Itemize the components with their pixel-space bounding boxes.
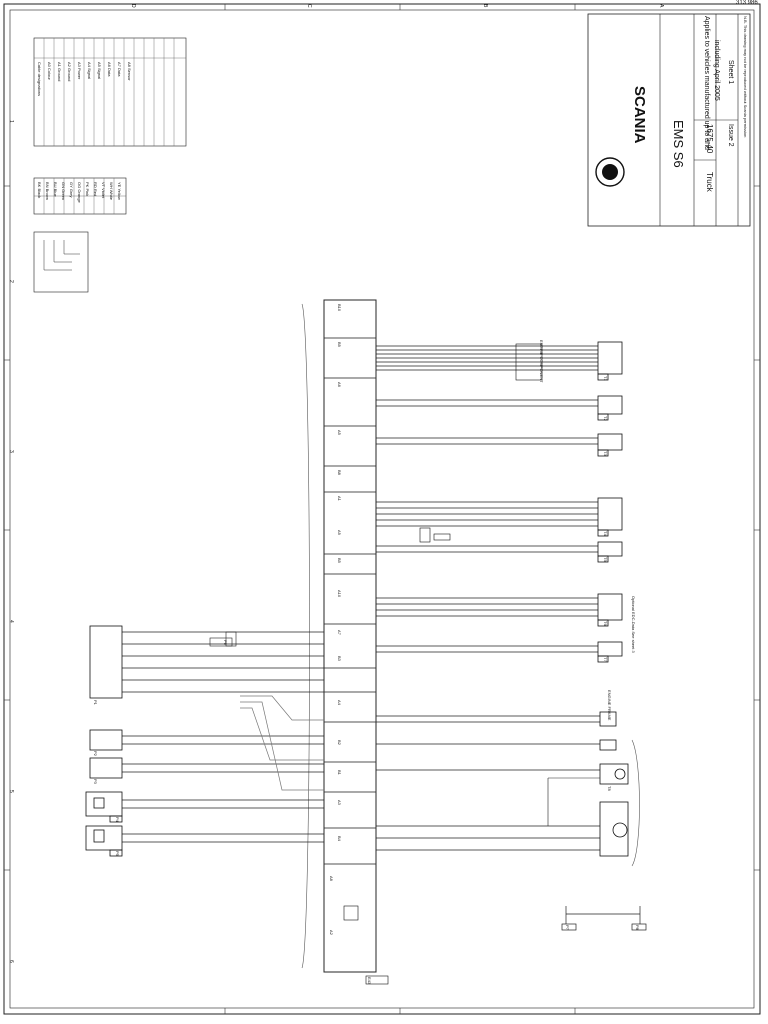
grid-col-a: A [658,4,664,8]
left-sensor-label: P1 [93,700,98,705]
left-sensor-label: P7 [565,925,570,930]
grid-row-4: 4 [8,620,14,623]
grey-crossover-wires [240,695,324,791]
system-title: EMS S6 [671,120,686,168]
ecu-connector-label: A3 [337,800,342,805]
left-sensor-label: P8 [635,925,640,930]
scania-logo-icon [595,157,625,187]
color-code: GY Grey [69,182,74,198]
ecu-connector-label: B8 [337,470,342,475]
ecu-connector-label: B9 [337,342,342,347]
ecu-connector-label: A2 [329,930,334,935]
ecu-connector-label: A6 [337,382,342,387]
ecu-connector-label: A4 [337,700,342,705]
vehicle-type: Truck [705,172,714,192]
legend-item: A2 Ground [67,62,72,82]
ecu-connector-label: B1 [337,770,342,775]
engine-frame-label: ENGINE FRAME [607,690,612,721]
grid-col-d: D [130,4,136,8]
color-code: BU Blue [53,182,58,197]
legend-item: A3 Power [77,62,82,80]
legend-item: A5 Signal [97,62,102,80]
engine-component-label: ENGINE COMPONENT [539,340,544,383]
sensor-label: T1 [603,376,608,381]
color-code: YE Yellow [117,182,122,200]
left-sensors [85,625,123,857]
title-block [587,13,751,227]
document-number: 1675-40 [705,124,714,154]
applies-line-2: including April 2005 [713,40,720,101]
legend-title: Cable designations [37,62,42,97]
right-sensors [597,341,629,857]
sensor-label: T4 [603,531,608,536]
sheet-code: 313 986 [736,0,758,6]
ecu-connector-label: B5 [337,558,342,563]
ground-symbol-icon [343,905,359,921]
grid-col-c: C [306,4,312,8]
ecu-block [301,299,389,985]
color-code: RD Red [93,182,98,197]
color-code: BN Brown [45,182,50,201]
ecu-connector-label: A1 [337,496,342,501]
sensor-label: T8 [607,786,612,791]
sensor-label: T6 [603,621,608,626]
ecu-connector-label: A8 [329,876,334,881]
sensor-label: T3 [603,451,608,456]
ground-point [561,906,647,931]
issue-number: Issue 2 [727,124,734,147]
color-code: GN Green [61,182,66,201]
grid-row-5: 5 [8,790,14,793]
sensor-label: T5 [603,557,608,562]
left-sensor-label: P6 [223,640,228,645]
ecu-connector-label: A10 [337,590,342,598]
color-code: PK Pink [85,182,90,197]
color-code: OG Orange [77,182,82,203]
grid-ticks [4,4,760,1014]
outer-frame [3,3,761,1015]
left-sensor-label: P4 [115,817,120,822]
color-code: VT Violet [101,182,106,199]
generator-icon [612,822,628,838]
legend-item: A4 Signal [87,62,92,80]
pressure-sensor-icon [93,829,105,843]
temp-sensor-icon [93,797,105,809]
left-harness [122,631,324,843]
legend-item: A0 Colour [47,62,52,80]
left-sensor-label: P5 [115,851,120,856]
grid-row-1: 1 [8,120,14,123]
inner-frame [9,9,755,1009]
ecu-connector-label: B4 [337,836,342,841]
ecu-connector-label: B2 [337,740,342,745]
grid-row-2: 2 [8,280,14,283]
sheet-number: Sheet 1 [727,60,734,85]
legend-item: A1 Ground [57,62,62,82]
legend-box [33,37,187,293]
brand-name: SCANIA [631,86,648,144]
ecu-reference: E43 [367,977,372,985]
color-code: BK Black [37,182,42,199]
legend-item: A7 Data [117,62,122,77]
left-sensor-label: P3 [93,779,98,784]
copyright-note: N.B. This drawing may not be reproduced … [743,16,748,138]
left-sensor-label: P2 [93,751,98,756]
motor-icon [614,768,626,780]
sensor-label: T7 [603,657,608,662]
ecu-connector-label: A7 [337,630,342,635]
ecu-connector-label: B10 [337,304,342,312]
ecu-connector-label: B3 [337,656,342,661]
color-code: WH White [109,182,114,200]
legend-item: A6 Data [107,62,112,77]
optional-note: Optional EDC-Data See sheet 3 [631,596,636,653]
grid-row-6: 6 [8,960,14,963]
ecu-connector-label: A9 [337,530,342,535]
grid-col-b: B [482,4,488,8]
legend-item: A8 Sensor [127,62,132,81]
sensor-label: T2 [603,416,608,421]
engine-component-connector [419,343,543,543]
ecu-connector-label: A5 [337,430,342,435]
griffin-emblem-icon [602,164,618,180]
grid-row-3: 3 [8,450,14,453]
right-harness [376,345,600,851]
